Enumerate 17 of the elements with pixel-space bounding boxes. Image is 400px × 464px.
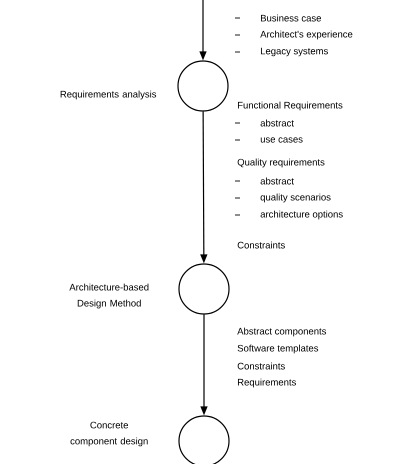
list-item: Constraints <box>238 362 285 370</box>
step-label: Requirements analysis <box>60 90 156 100</box>
list-item: Functional Requirements <box>238 102 342 110</box>
step-label: Architecture-based Design Method <box>69 284 148 308</box>
list-item: use cases <box>260 137 303 143</box>
process-circle <box>178 263 230 315</box>
list-item: Abstract components <box>237 328 326 336</box>
list-item: abstract <box>260 178 294 184</box>
list-item: Quality requirements <box>238 158 324 168</box>
step-label: Concrete component design <box>70 422 148 446</box>
list-item: quality scenarios <box>260 194 331 202</box>
list-item: Business case <box>260 14 322 22</box>
list-item: architecture options <box>260 210 343 220</box>
process-circle <box>177 60 229 112</box>
list-item: abstract <box>260 120 294 126</box>
list-item: Software templates <box>238 344 318 354</box>
list-item: Architect's experience <box>260 30 352 40</box>
